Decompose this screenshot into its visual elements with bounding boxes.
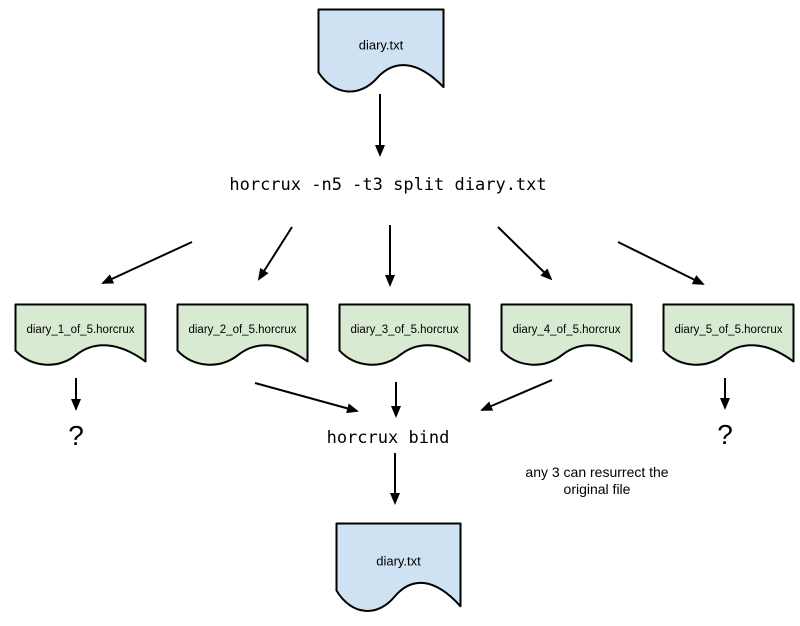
note-text: any 3 can resurrect the original file: [525, 464, 668, 498]
document-shape-icon: [14, 303, 147, 366]
arrow-split-to-file-1-icon: [101, 241, 193, 284]
arrow-split-to-file-2-icon: [257, 226, 293, 281]
document-shape-icon: [500, 303, 633, 366]
arrow-split-to-file-5-icon: [617, 241, 705, 285]
horcrux-file-4-label: diary_4_of_5.horcrux: [512, 324, 621, 337]
document-shape-icon: [335, 522, 462, 612]
question-mark-left: ?: [68, 420, 84, 451]
source-file-node: diary.txt: [317, 8, 445, 100]
document-shape-icon: [176, 303, 309, 366]
question-mark-right: ?: [717, 419, 733, 450]
horcrux-file-3-label: diary_3_of_5.horcrux: [350, 324, 459, 337]
document-shape-icon: [662, 303, 795, 366]
horcrux-file-4-node: diary_4_of_5.horcrux: [500, 303, 633, 371]
result-file-node: diary.txt: [335, 522, 462, 620]
split-command-text: horcrux -n5 -t3 split diary.txt: [229, 175, 547, 195]
result-file-label: diary.txt: [376, 553, 421, 569]
arrow-file-4-to-bind-icon: [480, 379, 553, 411]
arrow-split-to-file-4-icon: [497, 226, 553, 281]
document-shape-icon: [317, 8, 445, 93]
document-shape-icon: [338, 303, 471, 366]
source-file-label: diary.txt: [358, 37, 404, 53]
bind-command-text: horcrux bind: [326, 428, 450, 448]
horcrux-file-1-node: diary_1_of_5.horcrux: [14, 303, 147, 371]
horcrux-file-2-label: diary_2_of_5.horcrux: [188, 324, 297, 337]
note-line-2: original file: [563, 481, 631, 497]
note-line-1: any 3 can resurrect the: [525, 464, 669, 480]
horcrux-file-5-node: diary_5_of_5.horcrux: [662, 303, 795, 371]
horcrux-file-1-label: diary_1_of_5.horcrux: [26, 324, 135, 337]
horcrux-file-2-node: diary_2_of_5.horcrux: [176, 303, 309, 371]
horcrux-file-3-node: diary_3_of_5.horcrux: [338, 303, 471, 371]
arrow-file-2-to-bind-icon: [254, 382, 359, 414]
horcrux-file-5-label: diary_5_of_5.horcrux: [674, 324, 783, 337]
